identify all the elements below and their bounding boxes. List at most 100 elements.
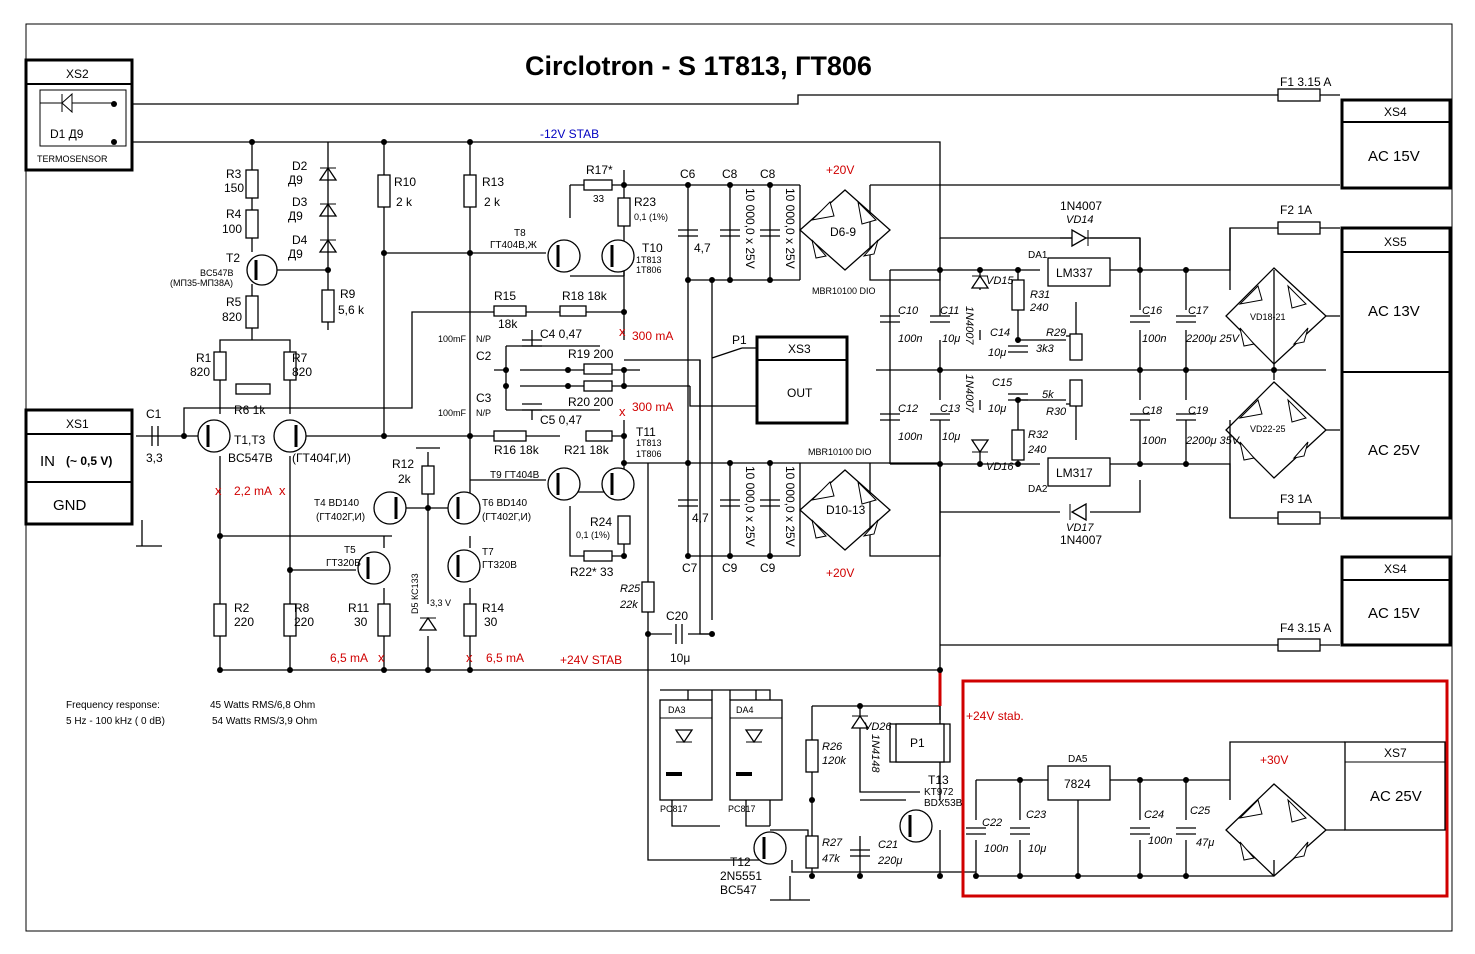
svg-text:2200μ 35V: 2200μ 35V: [1185, 435, 1241, 447]
svg-text:C19: C19: [1188, 405, 1208, 417]
svg-text:C2: C2: [476, 349, 492, 363]
fuse-f3: F3 1A: [1277, 492, 1321, 525]
svg-text:30: 30: [484, 615, 498, 629]
svg-text:2k: 2k: [398, 472, 412, 486]
svg-text:C12: C12: [898, 403, 918, 415]
svg-text:1N4148: 1N4148: [869, 734, 881, 773]
connector-xs4-bottom[interactable]: XS4 AC 15V: [1340, 555, 1452, 647]
svg-text:C24: C24: [1144, 809, 1164, 821]
svg-text:AC 25V: AC 25V: [1370, 788, 1422, 805]
svg-text:R27: R27: [822, 837, 843, 849]
junction-dots: [111, 101, 1277, 879]
svg-text:VD22-25: VD22-25: [1250, 424, 1286, 434]
svg-text:R1: R1: [196, 351, 212, 365]
svg-text:R20 200: R20 200: [568, 395, 614, 409]
svg-text:18k: 18k: [498, 317, 518, 331]
svg-text:R22* 33: R22* 33: [570, 565, 614, 579]
connector-xs4-top[interactable]: XS4 AC 15V: [1340, 98, 1452, 190]
connector-xs5[interactable]: XS5 AC 13V AC 25V: [1340, 226, 1452, 520]
svg-text:C9: C9: [722, 561, 738, 575]
svg-text:LM317: LM317: [1056, 466, 1093, 480]
psu-24v-highlight: [961, 679, 1449, 898]
resistor-r16: R16 18k: [493, 430, 540, 457]
svg-text:100: 100: [222, 222, 242, 236]
resistor-r6-trimmer: R6 1k: [234, 383, 271, 417]
svg-text:C15: C15: [992, 377, 1013, 389]
svg-text:R26: R26: [822, 741, 843, 753]
svg-text:C11: C11: [940, 305, 959, 317]
svg-text:R7: R7: [292, 351, 308, 365]
cap-value-c8: 10 000,0 x 25V: [743, 188, 757, 269]
svg-text:10μ: 10μ: [988, 347, 1006, 359]
svg-text:P1: P1: [910, 736, 925, 750]
connector-xs2[interactable]: XS2 D1 Д9 TERMOSENSOR: [24, 58, 134, 172]
svg-text:AC 13V: AC 13V: [1368, 303, 1420, 320]
svg-text:150: 150: [224, 181, 244, 195]
rail-plus24v-stab: +24V stab.: [966, 709, 1024, 723]
svg-text:R13: R13: [482, 175, 504, 189]
svg-text:45 Watts RMS/6,8 Ohm: 45 Watts RMS/6,8 Ohm: [210, 700, 315, 711]
connector-xs3[interactable]: XS3 OUT: [755, 335, 849, 425]
svg-text:10μ: 10μ: [942, 333, 960, 345]
svg-text:Frequency response:: Frequency response:: [66, 700, 160, 711]
resistor-r21: R21 18k: [564, 430, 613, 457]
connector-xs1[interactable]: XS1 IN (~ 0,5 V) GND: [24, 408, 134, 526]
svg-text:x: x: [619, 324, 626, 339]
svg-text:C1: C1: [146, 407, 162, 421]
svg-text:C23: C23: [1026, 809, 1047, 821]
svg-text:C3: C3: [476, 391, 492, 405]
svg-text:5k: 5k: [1042, 389, 1054, 401]
svg-text:R24: R24: [590, 515, 612, 529]
svg-text:Д9: Д9: [288, 173, 303, 187]
resistor-r20: R20 200: [568, 380, 614, 409]
svg-text:(~ 0,5 V): (~ 0,5 V): [66, 454, 112, 468]
svg-text:R2: R2: [234, 601, 250, 615]
svg-text:Д9: Д9: [288, 209, 303, 223]
svg-text:VD26: VD26: [864, 721, 892, 733]
svg-text:10μ: 10μ: [942, 431, 960, 443]
svg-text:BC547B: BC547B: [228, 451, 273, 465]
svg-text:2 k: 2 k: [484, 195, 501, 209]
svg-text:(ГТ404Г,И): (ГТ404Г,И): [292, 451, 351, 465]
svg-text:1N4007: 1N4007: [963, 374, 975, 413]
svg-text:TERMOSENSOR: TERMOSENSOR: [37, 154, 108, 164]
svg-text:VD18-21: VD18-21: [1250, 312, 1286, 322]
svg-text:N/P: N/P: [476, 408, 491, 418]
svg-text:R18 18k: R18 18k: [562, 289, 608, 303]
connector-xs7[interactable]: XS7 AC 25V: [1344, 741, 1446, 831]
fuse-f4: F4 3.15 A: [1277, 621, 1331, 652]
cap-value-c8b: 10 000,0 x 25V: [783, 188, 797, 269]
svg-text:100mF: 100mF: [438, 334, 467, 344]
svg-text:T1,T3: T1,T3: [234, 433, 266, 447]
svg-text:R17*: R17*: [586, 163, 613, 177]
transistor-t9: T9 ГТ404В: [490, 467, 581, 501]
svg-text:10μ: 10μ: [988, 403, 1006, 415]
svg-text:F2 1A: F2 1A: [1280, 203, 1312, 217]
svg-text:R14: R14: [482, 601, 504, 615]
relay-p1: P1: [895, 723, 945, 763]
transistor-t4: T4 BD140(ГТ402Г,И): [314, 491, 407, 525]
svg-text:DA1: DA1: [1028, 250, 1048, 261]
svg-text:100n: 100n: [898, 431, 922, 443]
svg-text:R10: R10: [394, 175, 416, 189]
svg-text:XS7: XS7: [1384, 746, 1407, 760]
svg-text:R29: R29: [1046, 327, 1066, 339]
svg-text:DA2: DA2: [1028, 484, 1048, 495]
